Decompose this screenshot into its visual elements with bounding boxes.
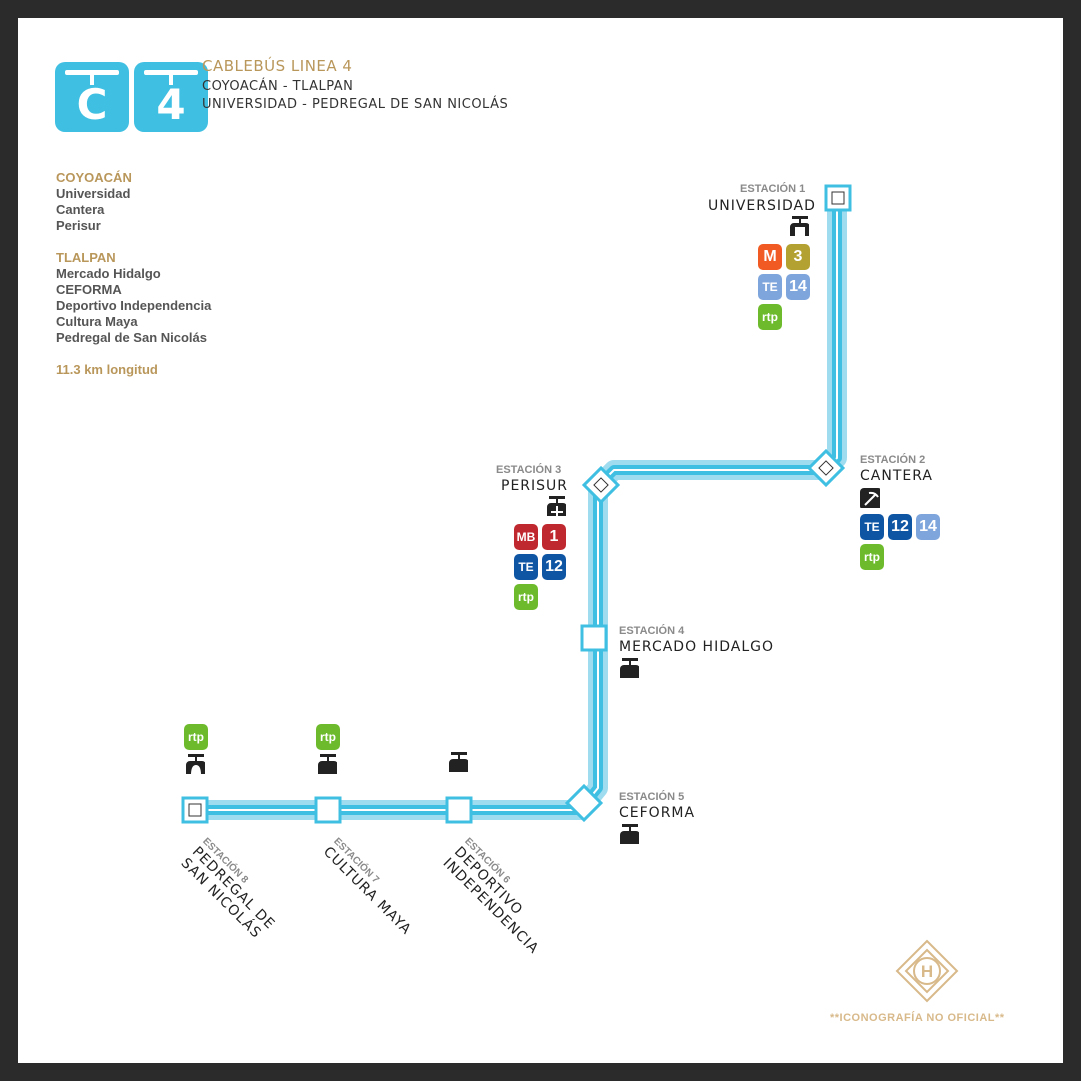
tlalpan-station: Pedregal de San Nicolás xyxy=(56,330,208,345)
rtp-icon: rtp xyxy=(514,584,538,610)
station-1-number: ESTACIÓN 1 xyxy=(740,183,806,195)
gondola-icon xyxy=(620,824,639,844)
author-logo: H xyxy=(895,939,959,1003)
tlalpan-station: Mercado Hidalgo xyxy=(56,266,161,281)
tlalpan-title: TLALPAN xyxy=(56,250,116,265)
tlalpan-station: CEFORMA xyxy=(56,282,122,297)
metro-line-3-badge: 3 xyxy=(786,244,810,270)
line-subtitle: COYOACÁN - TLALPAN xyxy=(202,79,354,94)
coyoacan-station: Universidad xyxy=(56,186,131,201)
gondola-icon xyxy=(449,752,468,772)
coyoacan-station: Cantera xyxy=(56,202,105,217)
gondola-icon xyxy=(318,754,337,774)
station-marker-1 xyxy=(824,184,852,212)
pickaxe-gondola-icon xyxy=(860,488,880,508)
gondola-icon xyxy=(620,658,639,678)
disclaimer: **ICONOGRAFÍA NO OFICIAL** xyxy=(830,1012,1005,1024)
coyoacan-title: COYOACÁN xyxy=(56,170,132,185)
logo-letter: C xyxy=(76,80,108,129)
trolebus-icon: TE xyxy=(860,514,884,540)
station-2-number: ESTACIÓN 2 xyxy=(860,454,926,466)
trolebus-line-14-badge: 14 xyxy=(786,274,810,300)
station-marker-8 xyxy=(181,796,209,824)
university-gondola-icon xyxy=(790,216,809,236)
trolebus-line-12-badge: 12 xyxy=(542,554,566,580)
tlalpan-station: Cultura Maya xyxy=(56,314,138,329)
metrobus-line-1-badge: 1 xyxy=(542,524,566,550)
station-3-name: PERISUR xyxy=(501,478,569,494)
trolebus-icon: TE xyxy=(758,274,782,300)
line-title: CABLEBÚS LINEA 4 xyxy=(202,57,353,75)
station-1-name: UNIVERSIDAD xyxy=(708,198,816,214)
compass-gondola-icon xyxy=(547,496,566,516)
line-length: 11.3 km longitud xyxy=(56,362,158,377)
cablebus-logo: C xyxy=(55,62,129,132)
station-3-number: ESTACIÓN 3 xyxy=(496,464,562,476)
station-marker-3 xyxy=(581,465,621,505)
line-number-logo: 4 xyxy=(134,62,208,132)
bell-gondola-icon xyxy=(186,754,205,774)
rtp-icon: rtp xyxy=(316,724,340,750)
trolebus-line-12-badge: 12 xyxy=(888,514,912,540)
gondola-icon xyxy=(144,70,198,85)
map-canvas: C 4 CABLEBÚS LINEA 4 COYOACÁN - TLALPAN … xyxy=(18,18,1063,1063)
rtp-icon: rtp xyxy=(758,304,782,330)
tlalpan-station: Deportivo Independencia xyxy=(56,298,212,313)
station-marker-7 xyxy=(314,796,342,824)
route-line xyxy=(181,184,852,824)
coyoacan-station: Perisur xyxy=(56,218,101,233)
station-marker-5 xyxy=(564,783,604,823)
station-5-number: ESTACIÓN 5 xyxy=(619,791,685,803)
station-4-number: ESTACIÓN 4 xyxy=(619,625,685,637)
author-logo-letter: H xyxy=(921,962,933,981)
station-4-name: MERCADO HIDALGO xyxy=(619,639,774,655)
station-5-name: CEFORMA xyxy=(619,805,696,821)
station-marker-6 xyxy=(445,796,473,824)
rtp-icon: rtp xyxy=(184,724,208,750)
logo-number: 4 xyxy=(156,80,186,129)
trolebus-icon: TE xyxy=(514,554,538,580)
station-marker-2 xyxy=(806,448,846,488)
trolebus-line-14-badge: 14 xyxy=(916,514,940,540)
station-2-name: CANTERA xyxy=(860,468,933,484)
line-route: UNIVERSIDAD - PEDREGAL DE SAN NICOLÁS xyxy=(202,97,509,112)
gondola-icon xyxy=(65,70,119,85)
metro-icon: M xyxy=(758,244,782,270)
station-marker-4 xyxy=(580,624,608,652)
rtp-icon: rtp xyxy=(860,544,884,570)
metrobus-icon: MB xyxy=(514,524,538,550)
